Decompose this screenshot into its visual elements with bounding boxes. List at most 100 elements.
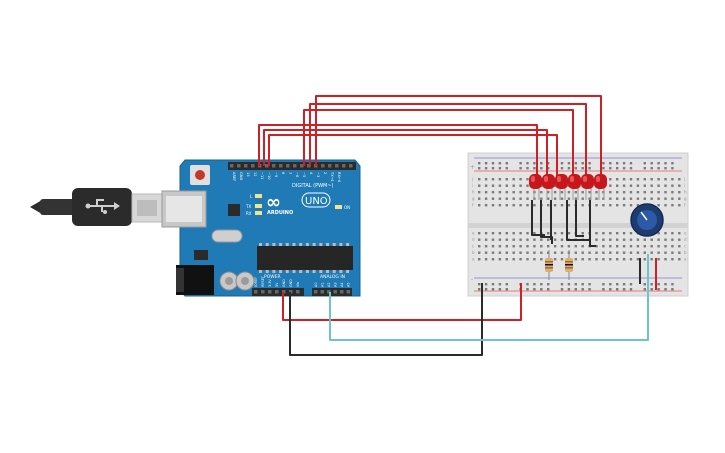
breadboard-hole[interactable] xyxy=(519,178,522,181)
header-hole[interactable] xyxy=(346,290,351,294)
rail-hole[interactable] xyxy=(498,283,502,286)
header-hole[interactable] xyxy=(251,164,255,168)
breadboard-hole[interactable] xyxy=(533,238,536,241)
breadboard-hole[interactable] xyxy=(574,258,577,261)
breadboard-hole[interactable] xyxy=(643,245,646,248)
rail-hole[interactable] xyxy=(609,167,612,170)
breadboard-hole[interactable] xyxy=(671,251,674,254)
breadboard-hole[interactable] xyxy=(643,178,646,181)
rail-hole[interactable] xyxy=(657,167,660,170)
header-hole[interactable] xyxy=(327,290,331,294)
breadboard-hole[interactable] xyxy=(505,232,508,235)
breadboard-hole[interactable] xyxy=(491,204,495,207)
breadboard-hole[interactable] xyxy=(478,232,481,235)
rail-hole[interactable] xyxy=(478,162,481,165)
breadboard-hole[interactable] xyxy=(512,191,515,194)
breadboard-hole[interactable] xyxy=(629,251,633,254)
breadboard-hole[interactable] xyxy=(664,238,667,241)
rail-hole[interactable] xyxy=(657,288,660,291)
breadboard-hole[interactable] xyxy=(491,178,495,181)
breadboard-hole[interactable] xyxy=(643,238,646,241)
breadboard-hole[interactable] xyxy=(505,251,508,254)
header-hole[interactable] xyxy=(321,164,325,168)
breadboard-hole[interactable] xyxy=(533,251,536,254)
rail-hole[interactable] xyxy=(484,283,488,286)
breadboard-hole[interactable] xyxy=(664,184,667,187)
breadboard-hole[interactable] xyxy=(478,178,481,181)
breadboard-hole[interactable] xyxy=(609,258,612,261)
rail-hole[interactable] xyxy=(574,167,577,170)
breadboard-hole[interactable] xyxy=(519,245,522,248)
rail-hole[interactable] xyxy=(567,283,571,286)
breadboard-hole[interactable] xyxy=(595,232,598,235)
breadboard-hole[interactable] xyxy=(484,258,488,261)
rail-hole[interactable] xyxy=(547,288,550,291)
breadboard-hole[interactable] xyxy=(553,258,557,261)
header-hole[interactable] xyxy=(265,164,269,168)
breadboard-hole[interactable] xyxy=(602,238,605,241)
rail-hole[interactable] xyxy=(560,162,564,165)
breadboard-hole[interactable] xyxy=(650,258,653,261)
breadboard-hole[interactable] xyxy=(678,178,681,181)
breadboard-hole[interactable] xyxy=(622,258,626,261)
wire-5v[interactable] xyxy=(282,283,522,321)
breadboard-hole[interactable] xyxy=(484,251,488,254)
rail-hole[interactable] xyxy=(602,283,605,286)
rail-hole[interactable] xyxy=(629,162,633,165)
rail-hole[interactable] xyxy=(484,167,488,170)
breadboard-hole[interactable] xyxy=(560,197,564,200)
breadboard-hole[interactable] xyxy=(540,251,543,254)
breadboard-hole[interactable] xyxy=(629,258,633,261)
wire-led-cathode[interactable] xyxy=(575,200,584,237)
breadboard-hole[interactable] xyxy=(636,251,640,254)
breadboard-hole[interactable] xyxy=(526,245,529,248)
breadboard-hole[interactable] xyxy=(671,184,674,187)
breadboard-hole[interactable] xyxy=(657,178,660,181)
breadboard-hole[interactable] xyxy=(498,184,502,187)
breadboard-hole[interactable] xyxy=(595,191,598,194)
breadboard-hole[interactable] xyxy=(526,251,529,254)
rail-hole[interactable] xyxy=(533,167,536,170)
rail-hole[interactable] xyxy=(526,288,529,291)
breadboard-hole[interactable] xyxy=(505,197,508,200)
breadboard-hole[interactable] xyxy=(664,258,667,261)
wire-led-cathode[interactable] xyxy=(540,200,553,244)
breadboard-hole[interactable] xyxy=(560,232,564,235)
breadboard-hole[interactable] xyxy=(657,191,660,194)
breadboard-hole[interactable] xyxy=(581,251,584,254)
rail-hole[interactable] xyxy=(629,167,633,170)
breadboard-hole[interactable] xyxy=(484,178,488,181)
breadboard-hole[interactable] xyxy=(636,238,640,241)
wire-pin7-led4[interactable] xyxy=(303,109,574,178)
breadboard-hole[interactable] xyxy=(491,197,495,200)
rail-hole[interactable] xyxy=(664,162,667,165)
rail-hole[interactable] xyxy=(581,167,584,170)
rail-hole[interactable] xyxy=(657,283,660,286)
breadboard-hole[interactable] xyxy=(498,251,502,254)
breadboard-hole[interactable] xyxy=(622,197,626,200)
breadboard-hole[interactable] xyxy=(581,197,584,200)
rail-hole[interactable] xyxy=(560,167,564,170)
breadboard-hole[interactable] xyxy=(629,238,633,241)
rail-hole[interactable] xyxy=(609,288,612,291)
breadboard-hole[interactable] xyxy=(595,251,598,254)
wire-led-cathode[interactable] xyxy=(566,200,590,241)
rail-hole[interactable] xyxy=(491,288,495,291)
breadboard-hole[interactable] xyxy=(547,232,550,235)
breadboard-hole[interactable] xyxy=(547,238,550,241)
breadboard-hole[interactable] xyxy=(533,245,536,248)
breadboard-hole[interactable] xyxy=(678,232,681,235)
breadboard-hole[interactable] xyxy=(498,204,502,207)
breadboard-hole[interactable] xyxy=(553,245,557,248)
rail-hole[interactable] xyxy=(491,162,495,165)
breadboard-hole[interactable] xyxy=(643,251,646,254)
breadboard-hole[interactable] xyxy=(498,232,502,235)
breadboard-hole[interactable] xyxy=(519,258,522,261)
breadboard-hole[interactable] xyxy=(533,232,536,235)
rail-hole[interactable] xyxy=(547,167,550,170)
header-hole[interactable] xyxy=(237,164,241,168)
breadboard-hole[interactable] xyxy=(678,204,681,207)
breadboard-hole[interactable] xyxy=(491,245,495,248)
breadboard-hole[interactable] xyxy=(553,204,557,207)
breadboard-hole[interactable] xyxy=(512,251,515,254)
